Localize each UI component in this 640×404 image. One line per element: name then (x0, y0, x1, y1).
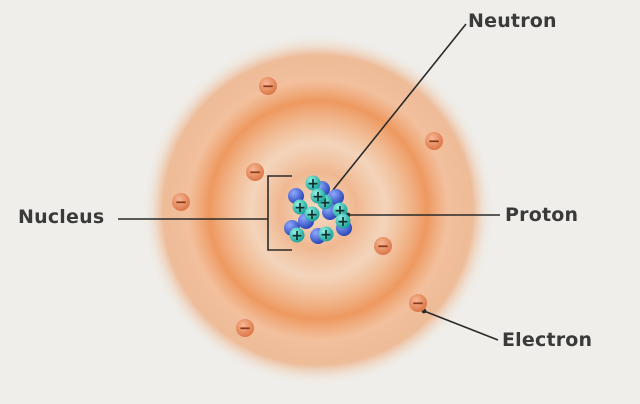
proton-charge-symbol: + (306, 207, 318, 223)
proton: + (318, 226, 334, 243)
electron-charge-symbol: − (249, 163, 262, 181)
neutron-leader-line (332, 23, 467, 191)
neutron-label: Neutron (468, 10, 557, 32)
leader-lines (118, 23, 500, 341)
proton-charge-symbol: + (307, 176, 319, 192)
electron-particle (409, 294, 427, 312)
proton: + (310, 188, 326, 205)
proton-label: Proton (505, 204, 579, 226)
proton-particle (304, 206, 320, 222)
proton: + (289, 227, 305, 244)
electron-label: Electron (502, 329, 593, 351)
electron-leader-line (423, 310, 499, 341)
electron-charge-symbol: − (262, 77, 275, 95)
nucleus: +++++++++ (284, 175, 352, 244)
electron: − (374, 237, 392, 255)
proton: + (304, 206, 320, 223)
proton-charge-symbol: + (334, 203, 346, 219)
nucleus-bracket (267, 175, 292, 251)
proton-particle (292, 199, 308, 215)
proton-charge-symbol: + (291, 228, 303, 244)
electron: − (236, 319, 254, 337)
proton-particle (305, 175, 321, 191)
electron-particle (236, 319, 254, 337)
electron: − (246, 163, 264, 181)
electron-particle (425, 132, 443, 150)
electron-charge-symbol: − (428, 132, 441, 150)
proton-charge-symbol: + (320, 227, 332, 243)
electron: − (259, 77, 277, 95)
electron-charge-symbol: − (175, 193, 188, 211)
proton-particle (289, 227, 305, 243)
proton-charge-symbol: + (337, 214, 349, 230)
proton-particle (310, 188, 326, 204)
electron: − (409, 294, 427, 312)
electron: − (172, 193, 190, 211)
electron-particle (172, 193, 190, 211)
proton-charge-symbol: + (312, 189, 324, 205)
nucleus-label: Nucleus (18, 206, 105, 228)
electron: − (425, 132, 443, 150)
proton-particle (318, 226, 334, 242)
proton-charge-symbol: + (319, 195, 331, 211)
electron-charge-symbol: − (377, 237, 390, 255)
proton: + (292, 199, 308, 216)
proton-particle (335, 213, 351, 229)
proton: + (335, 213, 351, 230)
electron-charge-symbol: − (239, 319, 252, 337)
electron-particle (374, 237, 392, 255)
electron-particle (259, 77, 277, 95)
proton: + (305, 175, 321, 192)
electron-charge-symbol: − (412, 294, 425, 312)
proton-charge-symbol: + (294, 200, 306, 216)
electrons: − − − − − − − (172, 77, 443, 337)
electron-particle (246, 163, 264, 181)
